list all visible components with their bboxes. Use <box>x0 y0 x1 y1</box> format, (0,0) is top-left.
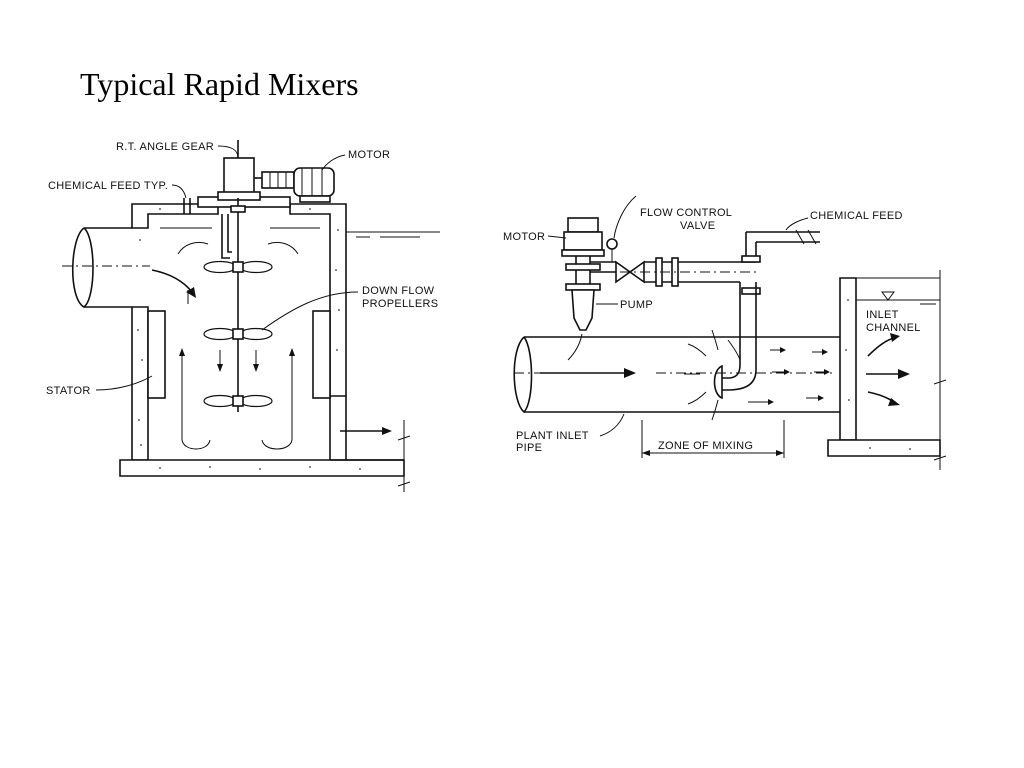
flow-arrows-left <box>151 241 392 450</box>
mixing-arrows <box>567 329 836 421</box>
left-mixer-diagram: R.T. ANGLE GEAR MOTOR CHEMICAL FEED TYP.… <box>46 140 440 492</box>
left-stator <box>147 310 166 399</box>
leader-chemical <box>171 184 187 199</box>
label-chemical-feed-typ: CHEMICAL FEED TYP. <box>48 180 168 192</box>
pump-assembly <box>561 217 616 331</box>
label-rt-angle-gear: R.T. ANGLE GEAR <box>116 141 214 153</box>
propeller <box>203 260 273 274</box>
right-mixer-diagram: MOTOR FLOW CONTROL VALVE CHEMICAL FEED P… <box>503 195 947 470</box>
label-pipe: PIPE <box>516 442 542 454</box>
chemical-feed-pipe <box>713 229 820 400</box>
gear-and-motor <box>197 140 335 208</box>
label-channel: CHANNEL <box>866 322 921 334</box>
zone-of-mixing-dimension <box>641 420 785 458</box>
label-pump: PUMP <box>620 299 653 311</box>
left-concrete-texture <box>137 208 361 470</box>
propeller <box>203 327 273 341</box>
label-motor-left: MOTOR <box>348 149 390 161</box>
label-inlet: INLET <box>866 309 899 321</box>
label-stator: STATOR <box>46 385 91 397</box>
label-zone-of-mixing: ZONE OF MIXING <box>658 440 753 452</box>
left-inlet-pipe <box>62 227 150 308</box>
label-down-flow: DOWN FLOW <box>362 285 435 297</box>
left-tank <box>119 203 440 492</box>
label-propellers: PROPELLERS <box>362 298 438 310</box>
plant-inlet-pipe <box>513 336 840 414</box>
label-plant-inlet: PLANT INLET <box>516 430 589 442</box>
inlet-channel <box>827 270 947 470</box>
label-motor-right: MOTOR <box>503 231 545 243</box>
label-chemical-feed-right: CHEMICAL FEED <box>810 210 903 222</box>
leader-stator <box>95 375 153 391</box>
chemical-feed-drop <box>221 214 232 259</box>
right-stator <box>312 310 331 399</box>
leader-chemical-right <box>785 217 809 231</box>
flow-control-valve <box>600 238 760 287</box>
chemical-feed-left <box>183 198 191 214</box>
slide-title: Typical Rapid Mixers <box>80 66 359 102</box>
leader-plant-inlet <box>599 413 625 437</box>
leader-gear <box>217 145 239 159</box>
label-valve: VALVE <box>680 220 715 232</box>
label-flow-control: FLOW CONTROL <box>640 207 732 219</box>
leader-motor-right <box>547 235 567 239</box>
shaft-coupling <box>230 205 246 213</box>
leader-propellers <box>261 291 359 331</box>
leader-motor <box>321 154 346 171</box>
propeller <box>203 394 273 408</box>
leader-valve <box>613 195 637 239</box>
